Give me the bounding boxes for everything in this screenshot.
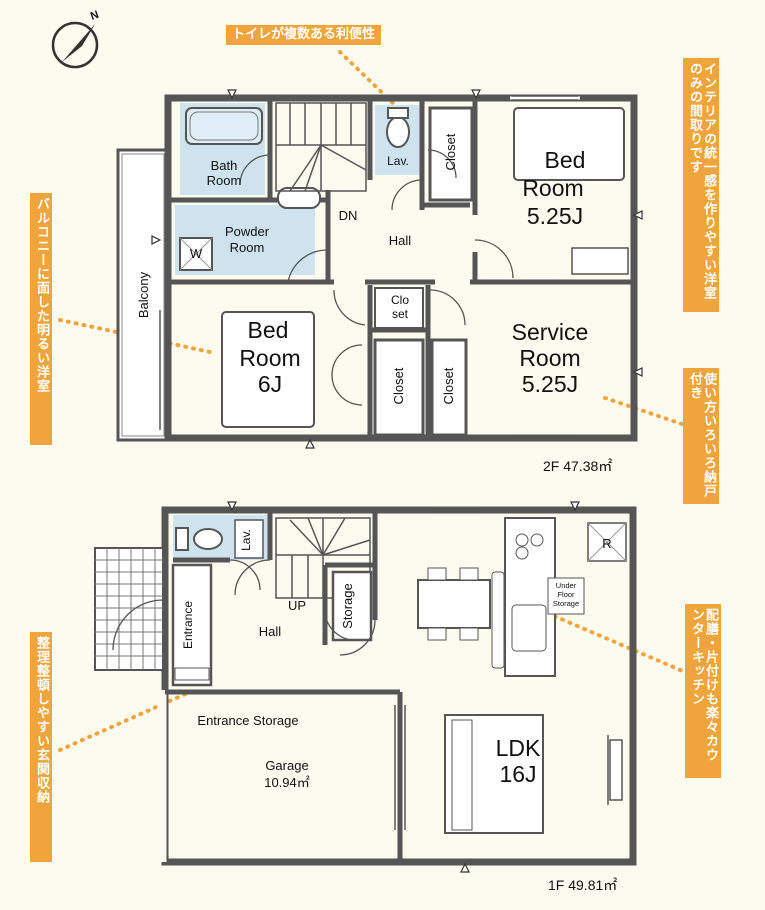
bed-room-1-label-2: Room [522, 175, 583, 201]
bed-room-1-size: 5.25J [527, 203, 583, 229]
callout-toilet: トイレが複数ある利便性 [226, 25, 382, 45]
up-label: UP [288, 598, 306, 613]
compass-label: N [89, 9, 101, 23]
lav-2f-label: Lav. [387, 154, 409, 168]
closet-small-label: Clo [391, 293, 409, 307]
garage-area: 10.94㎡ [264, 775, 310, 790]
entrance-storage-label: Entrance Storage [197, 713, 298, 728]
underfloor-label-2: Floor [557, 590, 575, 599]
bed-room-2-label-2: Room [239, 345, 300, 371]
ldk-label: LDK [496, 735, 541, 761]
bed-room-2-label: Bed [248, 317, 289, 343]
callout-kitchen: 配膳・片付けも楽々カウンターキッチン [685, 604, 721, 778]
closet-a-label: Closet [391, 367, 406, 404]
storage-label: Storage [340, 583, 355, 629]
callout-interior: インテリアの統一感を作りやすい洋室のみの間取りです [683, 58, 719, 312]
second-floor: Bath Room Lav. Closet Bed Room 5.25J Pow… [116, 89, 643, 449]
lav-1f-label: Lav. [239, 529, 253, 551]
compass-icon: N [51, 9, 101, 69]
service-room-size: 5.25J [522, 371, 578, 397]
floor-1-area: 1F 49.81㎡ [548, 877, 618, 893]
callout-balcony: バルコニーに面した明るい洋室 [30, 193, 52, 445]
range-hood-label: R [602, 536, 611, 551]
powder-room-label: Powder [225, 224, 270, 239]
floor-2-area: 2F 47.38㎡ [543, 458, 613, 474]
bath-room-label: Bath [211, 158, 238, 173]
service-room-label-2: Room [519, 345, 580, 371]
powder-room-label-2: Room [230, 240, 265, 255]
bed-room-1-label: Bed [545, 147, 586, 173]
washer-label: W [190, 246, 203, 261]
dn-label: DN [339, 208, 358, 223]
service-room-label: Service [512, 319, 589, 345]
hall-1f-label: Hall [259, 624, 282, 639]
callout-storage-room: 使い方いろいろ納戸付き [683, 368, 719, 504]
balcony-label: Balcony [136, 271, 151, 318]
underfloor-label-3: Storage [553, 599, 579, 608]
ldk-size: 16J [499, 761, 536, 787]
hall-2f-label: Hall [389, 233, 412, 248]
closet-b-label: Closet [441, 367, 456, 404]
entrance-label: Entrance [181, 601, 195, 649]
bath-room-label-2: Room [207, 173, 242, 188]
callout-entrance: 整理整頓しやすい玄関収納 [30, 632, 52, 862]
closet-small-label-2: set [392, 307, 409, 321]
first-floor: Lav. Entrance UP Hall Storage R Under Fl… [94, 501, 637, 873]
garage-label: Garage [265, 758, 308, 773]
closet-top-label: Closet [443, 133, 458, 170]
bed-room-2-size: 6J [258, 371, 282, 397]
underfloor-label: Under [556, 581, 577, 590]
